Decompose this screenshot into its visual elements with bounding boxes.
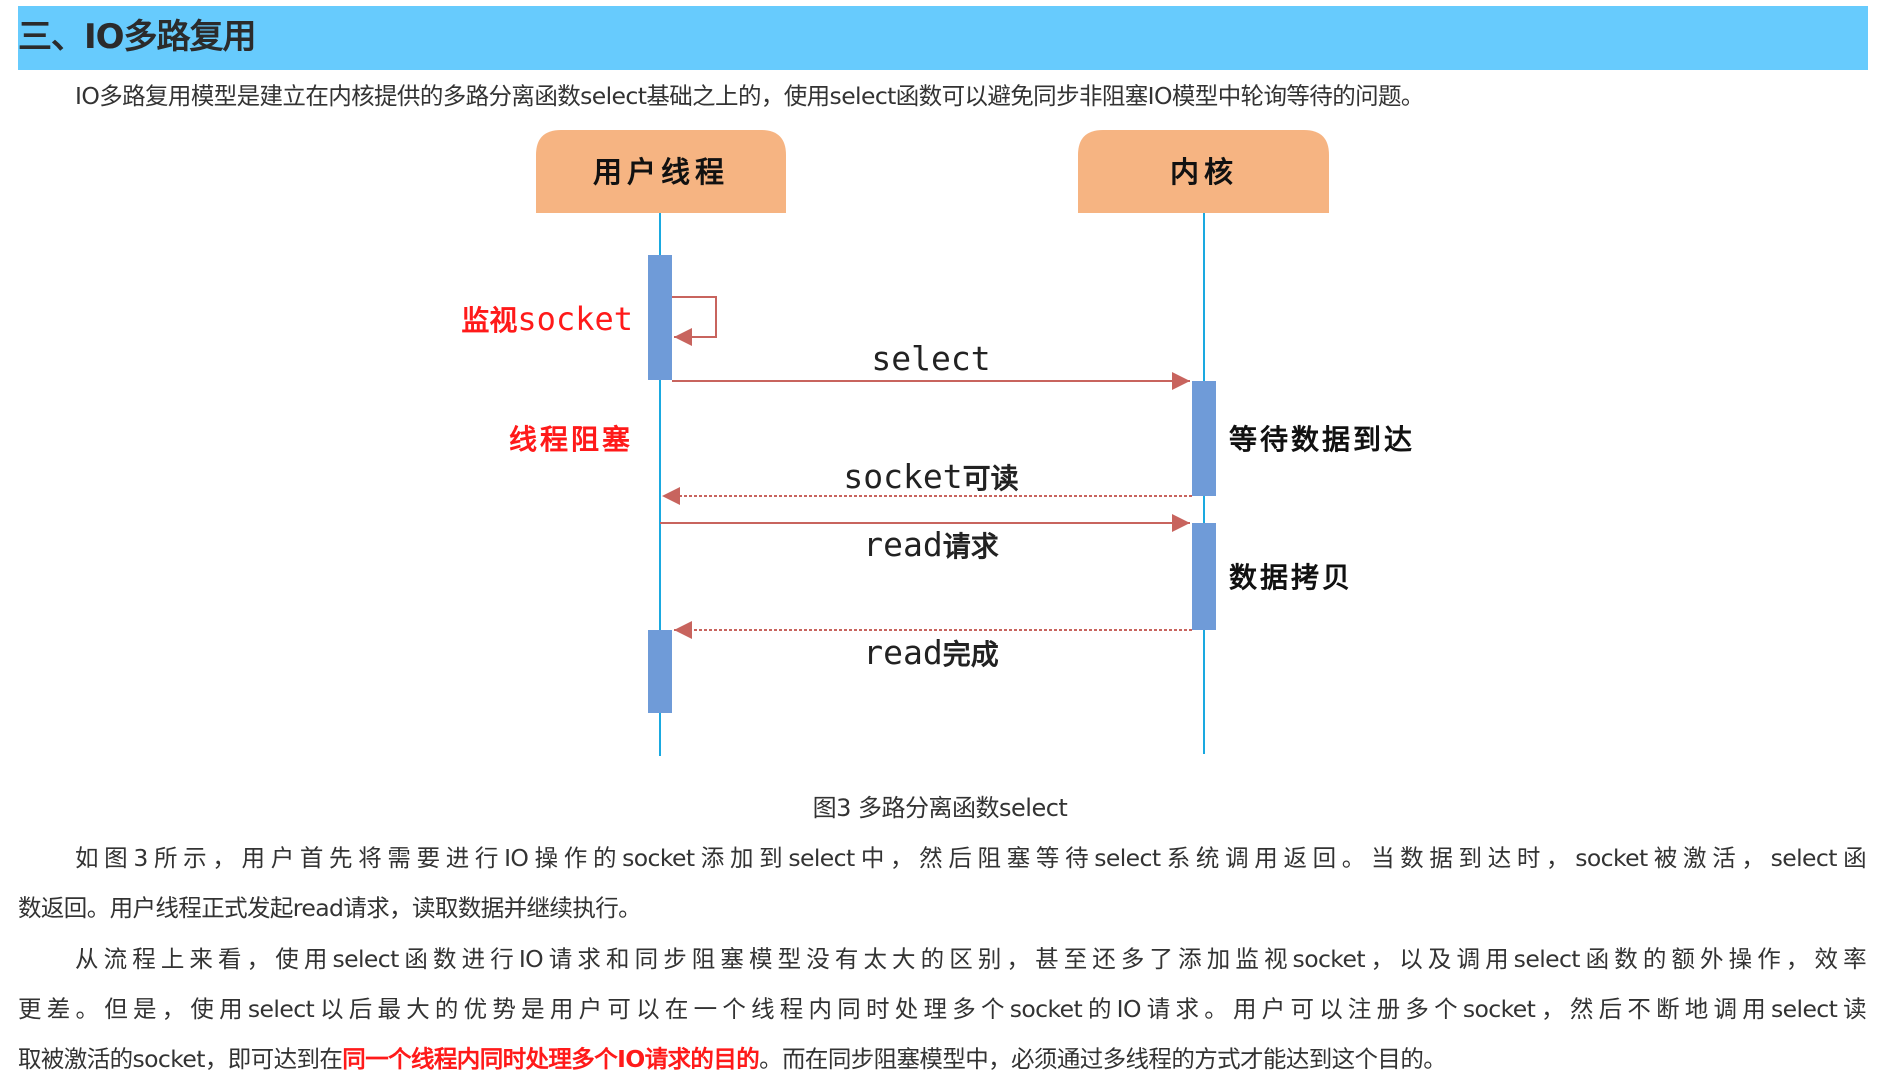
readable-en: socket [843, 457, 962, 496]
readable-cn: 可读 [963, 462, 1019, 495]
select-label: select [871, 339, 990, 378]
intro-paragraph: IO多路复用模型是建立在内核提供的多路分离函数select基础之上的，使用sel… [18, 71, 1866, 121]
paragraph-2-line: 从流程上来看，使用select函数进行IO请求和同步阻塞模型没有太大的区别，甚至… [75, 945, 1867, 973]
kernel-wait-label: 等待数据到达 [1229, 423, 1415, 456]
read-done-en: read [863, 633, 942, 672]
text: 取被激活的socket，即可达到在 [18, 1045, 343, 1073]
activation-user-2 [648, 630, 672, 713]
read-done-cn: 完成 [943, 638, 999, 671]
paragraph-1-line: 如图3所示，用户首先将需要进行IO操作的socket添加到select中，然后阻… [75, 844, 1867, 872]
activation-kernel-1 [1192, 381, 1216, 496]
read-req-cn: 请求 [943, 530, 999, 563]
section-heading: 三、IO多路复用 [18, 17, 257, 57]
actor-kernel-label: 内核 [1170, 155, 1238, 189]
monitor-cn: 监视 [461, 304, 517, 337]
actor-box-user [536, 130, 786, 213]
paragraph-1-line: 数返回。用户线程正式发起read请求，读取数据并继续执行。 [18, 894, 642, 922]
kernel-copy-label: 数据拷贝 [1229, 561, 1353, 594]
activation-user-1 [648, 255, 672, 380]
actor-user-label: 用户线程 [593, 155, 729, 189]
monitor-socket-label: 监视socket [461, 300, 633, 338]
figure-caption: 图3 多路分离函数select [812, 794, 1068, 822]
socket-readable-label: socket可读 [843, 457, 1018, 496]
text: 。而在同步阻塞模型中，必须通过多线程的方式才能达到这个目的。 [759, 1045, 1447, 1073]
sequence-diagram: 用户线程 内核 监视socket 线程阻塞 select socket可读 re… [461, 130, 1415, 756]
actor-box-kernel [1078, 130, 1329, 213]
thread-blocked-label: 线程阻塞 [509, 423, 633, 456]
read-req-en: read [863, 525, 942, 564]
paragraph-2: 从流程上来看，使用select函数进行IO请求和同步阻塞模型没有太大的区别，甚至… [18, 934, 1867, 1084]
section-header-bar [18, 6, 1868, 70]
paragraph-2-line: 取被激活的socket，即可达到在同一个线程内同时处理多个IO请求的目的。而在同… [18, 1034, 1866, 1084]
paragraph-1: 如图3所示，用户首先将需要进行IO操作的socket添加到select中，然后阻… [18, 833, 1867, 933]
paragraph-2-line: 更差。但是，使用select以后最大的优势是用户可以在一个线程内同时处理多个so… [18, 995, 1867, 1023]
activation-kernel-2 [1192, 523, 1216, 630]
highlighted-text: 同一个线程内同时处理多个IO请求的目的 [342, 1045, 760, 1073]
read-request-label: read请求 [863, 525, 999, 564]
self-call-arrow [672, 296, 717, 346]
intro-text: IO多路复用模型是建立在内核提供的多路分离函数select基础之上的，使用sel… [75, 82, 1424, 110]
read-done-label: read完成 [863, 633, 999, 672]
monitor-en: socket [517, 300, 633, 338]
